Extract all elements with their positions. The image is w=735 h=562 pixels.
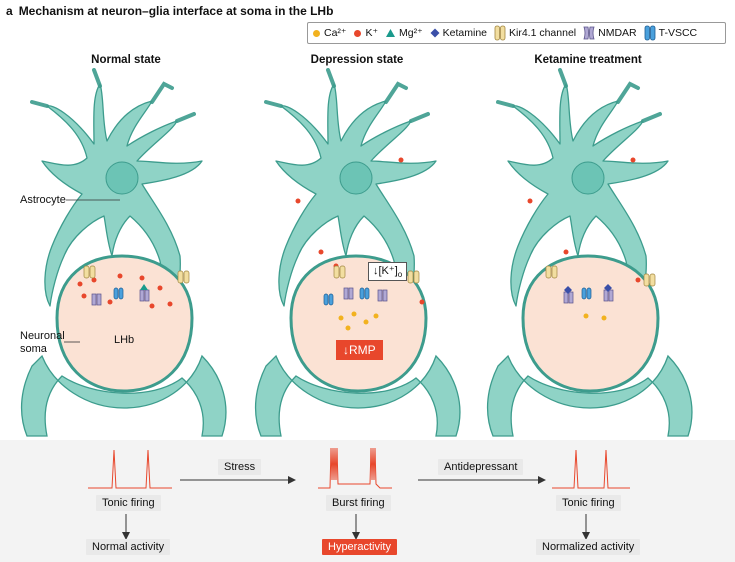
figure-header: a Mechanism at neuron–glia interface at s… (6, 4, 333, 18)
legend-label: K⁺ (365, 27, 379, 39)
rmp-badge: ↓RMP (336, 340, 383, 360)
figure-title: Mechanism at neuron–glia interface at so… (18, 4, 334, 18)
burst-trace (318, 447, 392, 489)
tonic-trace-1 (88, 449, 172, 489)
legend-label: Ketamine (442, 27, 487, 39)
astrocyte-label: Astrocyte (20, 194, 66, 206)
firing-label-ketamine: Tonic firing (556, 495, 621, 511)
k-ions-depression (295, 157, 425, 305)
panel-title-ketamine: Ketamine treatment (534, 54, 642, 66)
legend-item-kir: Kir4.1 channel (494, 25, 576, 41)
lhb-label: LHb (114, 334, 135, 346)
panel-title-normal: Normal state (91, 54, 161, 66)
stress-label: Stress (218, 459, 262, 475)
legend-label: Ca²⁺ (324, 27, 347, 39)
depression-cell-diagram (253, 68, 462, 438)
panel-title-depression: Depression state (310, 54, 404, 66)
mg-triangle-icon (386, 29, 396, 37)
normal-cell-diagram (19, 68, 228, 438)
channels-depression (323, 265, 420, 306)
legend-item-mg: Mg²⁺ (385, 27, 423, 39)
outcome-normal: Normal activity (86, 539, 171, 555)
legend-label: Kir4.1 channel (509, 27, 577, 39)
k-concentration-tag: ↓[K⁺]o (368, 262, 408, 282)
ca-ions-depression (338, 311, 379, 331)
ketamine-cell-diagram (485, 68, 694, 438)
legend-item-ca: Ca²⁺ (312, 27, 346, 39)
neuronal-soma-label-line1: Neuronal (20, 330, 65, 342)
cell-diagrams (19, 68, 694, 438)
nmdar-channel-icon (583, 26, 595, 40)
ketamine-diamond-icon (430, 28, 440, 38)
k-dot-icon (354, 29, 362, 37)
legend-item-k: K⁺ (353, 27, 378, 39)
channels-normal (83, 265, 190, 306)
kir-channel-icon (494, 25, 506, 41)
k-concentration-text: ↓[K⁺] (373, 265, 398, 277)
legend-label: NMDAR (598, 27, 637, 39)
neuronal-soma-label-line2: soma (20, 343, 47, 355)
k-concentration-subscript: o (397, 270, 403, 280)
firing-traces (88, 447, 630, 540)
ca-ions-ketamine (583, 313, 607, 321)
outcome-normalized: Normalized activity (536, 539, 641, 555)
outcome-hyperactivity: Hyperactivity (322, 539, 397, 555)
legend-label: T-VSCC (658, 27, 698, 39)
legend-label: Mg²⁺ (399, 27, 423, 39)
tonic-trace-3 (552, 449, 630, 489)
panel-letter: a (6, 4, 13, 18)
legend: Ca²⁺ K⁺ Mg²⁺ Ketamine Kir4.1 channel NMD… (307, 22, 726, 44)
legend-item-nmdar: NMDAR (583, 25, 637, 41)
k-ions-normal (77, 273, 173, 309)
firing-label-normal: Tonic firing (96, 495, 161, 511)
legend-item-ketamine: Ketamine (430, 27, 487, 39)
tvscc-channel-icon (644, 25, 656, 41)
ca-dot-icon (313, 29, 320, 37)
antidepressant-label: Antidepressant (438, 459, 524, 475)
legend-item-tvscc: T-VSCC (644, 25, 698, 41)
firing-label-depression: Burst firing (326, 495, 391, 511)
channels-ketamine (545, 265, 656, 304)
